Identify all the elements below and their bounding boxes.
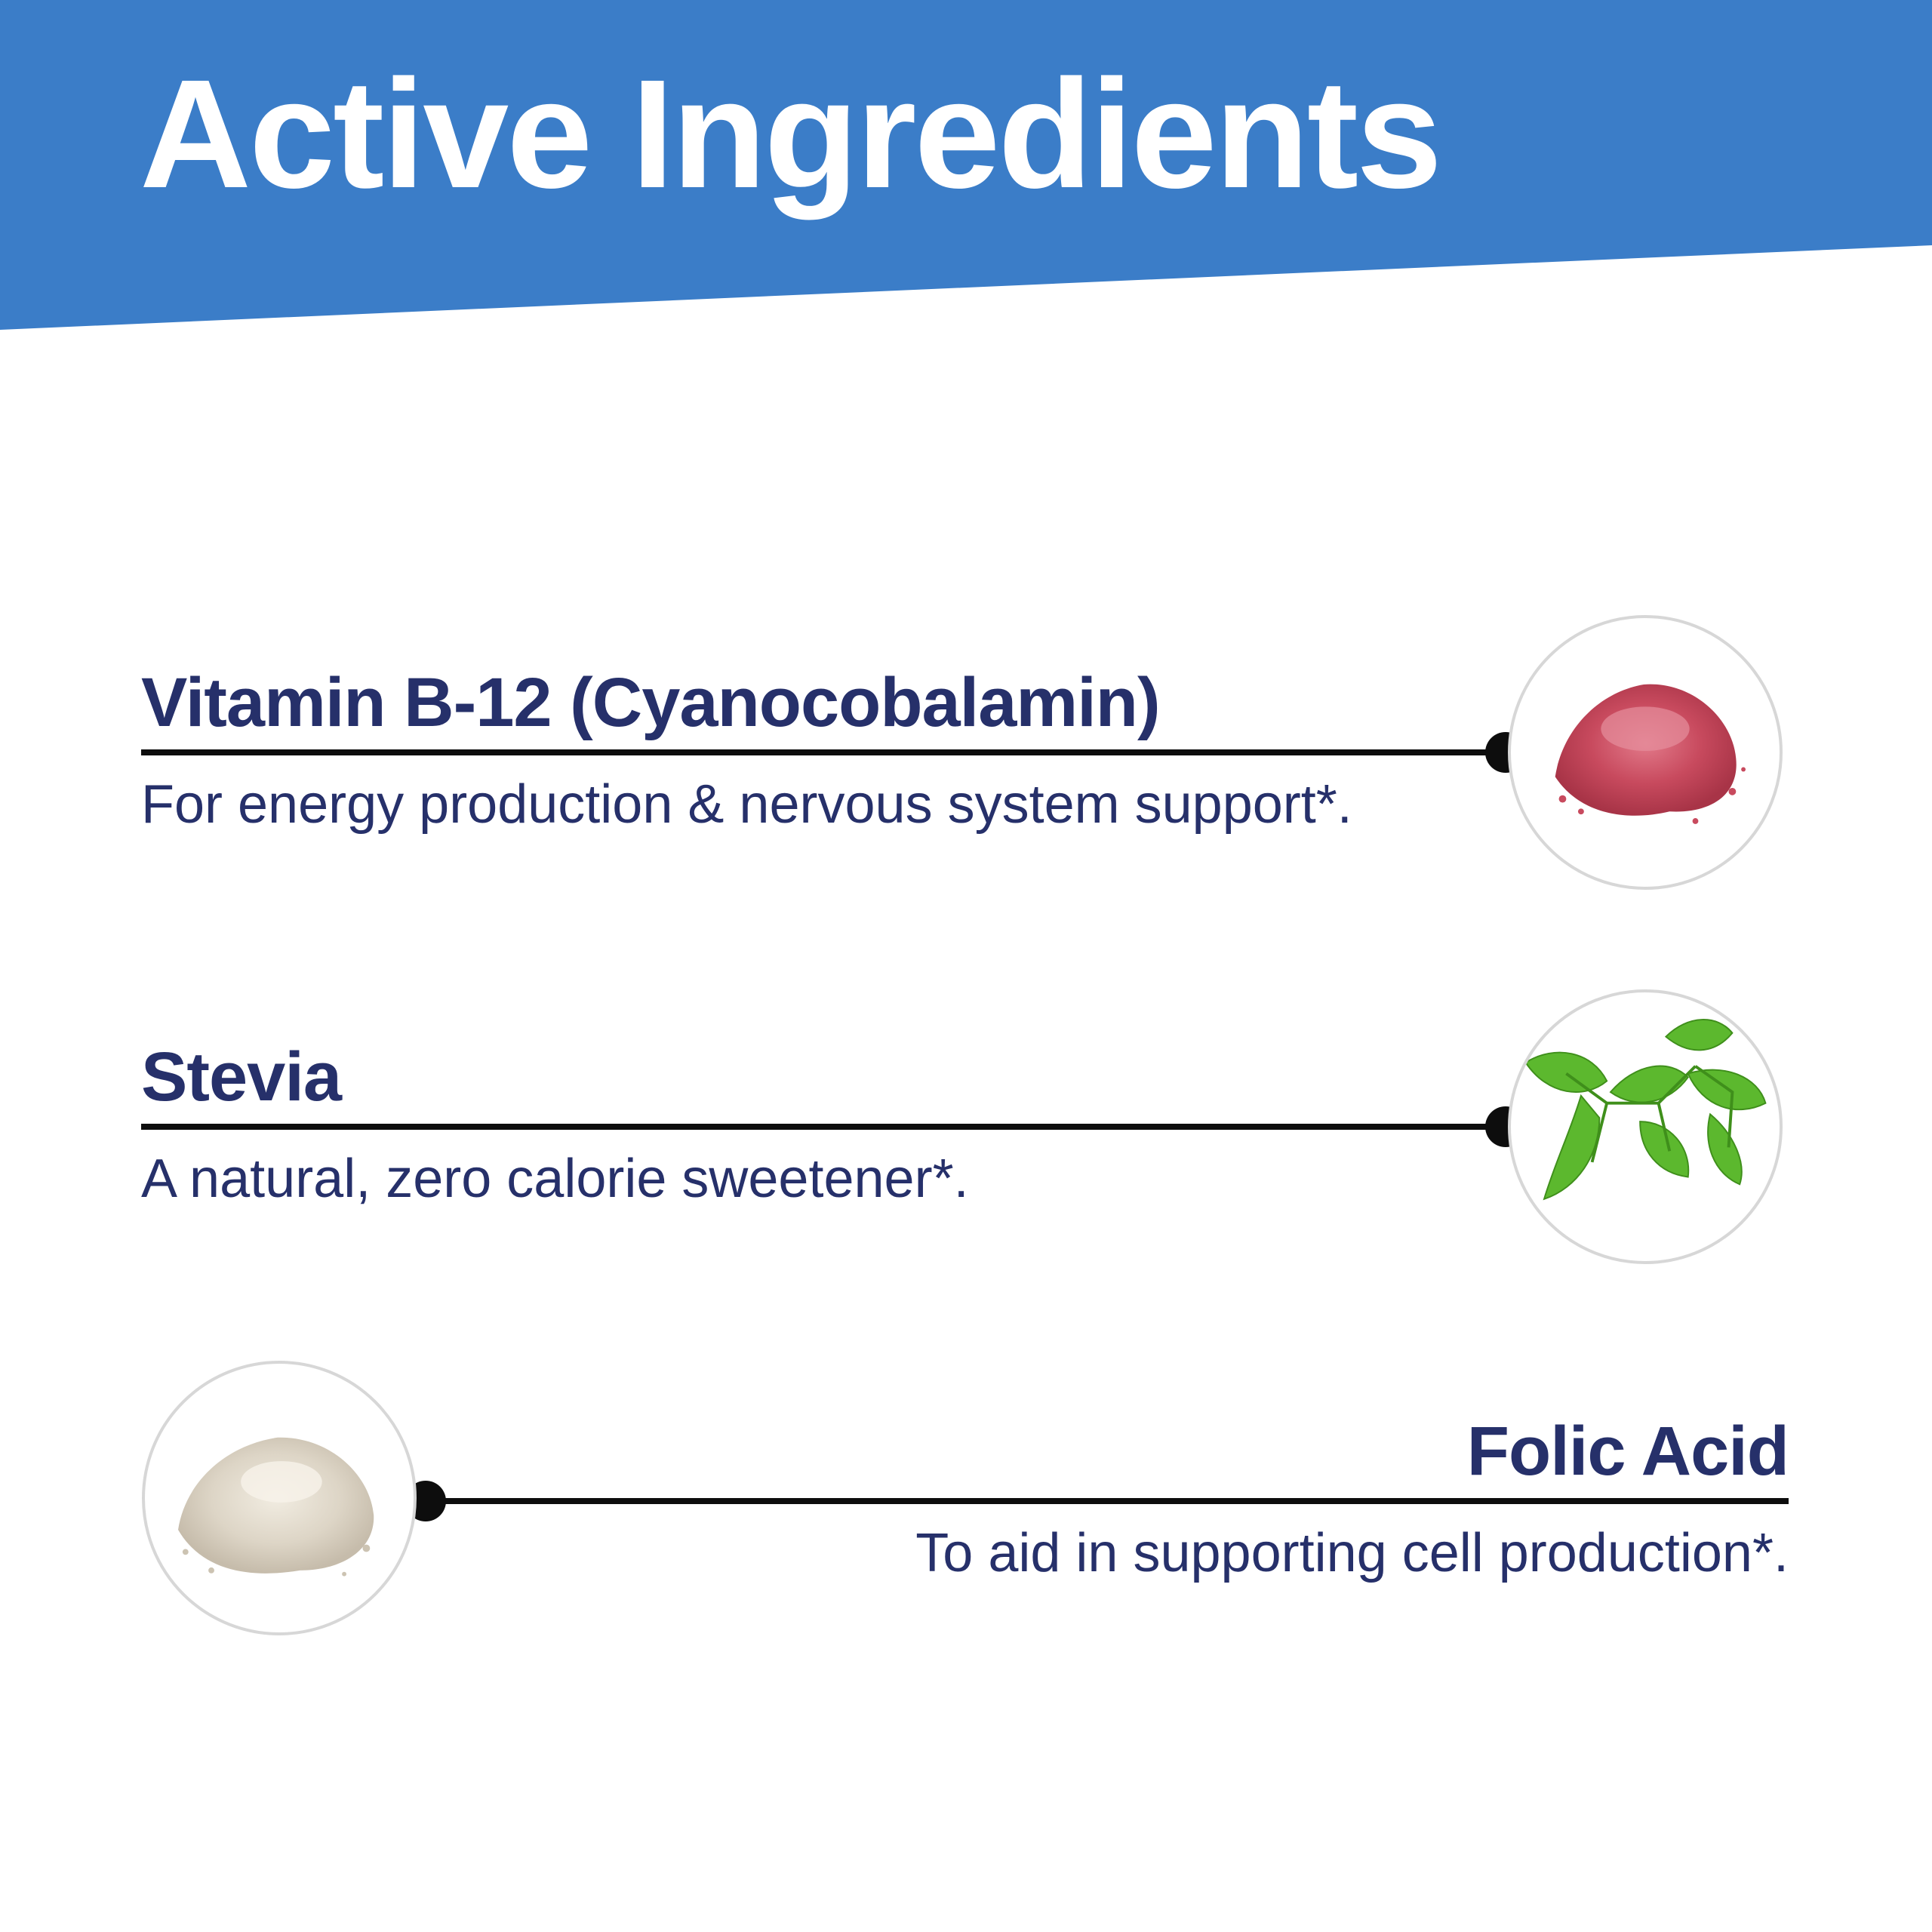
- stevia-leaf-icon: [1508, 989, 1783, 1264]
- connector-line: [141, 1124, 1506, 1130]
- header-band: [0, 0, 1932, 330]
- page-title: Active Ingredients: [140, 48, 1442, 220]
- ingredient-description: To aid in supporting cell production*.: [915, 1523, 1789, 1583]
- ingredient-name: Folic Acid: [1466, 1413, 1789, 1490]
- connector-line: [423, 1498, 1789, 1504]
- ingredient-description: A natural, zero calorie sweetener*.: [141, 1149, 969, 1209]
- ingredient-name: Stevia: [141, 1038, 342, 1115]
- red-powder-icon: [1508, 615, 1783, 890]
- ingredient-name: Vitamin B-12 (Cyanocobalamin): [141, 664, 1161, 741]
- ingredient-description: For energy production & nervous system s…: [141, 774, 1352, 835]
- connector-line: [141, 749, 1506, 755]
- white-powder-icon: [142, 1361, 417, 1635]
